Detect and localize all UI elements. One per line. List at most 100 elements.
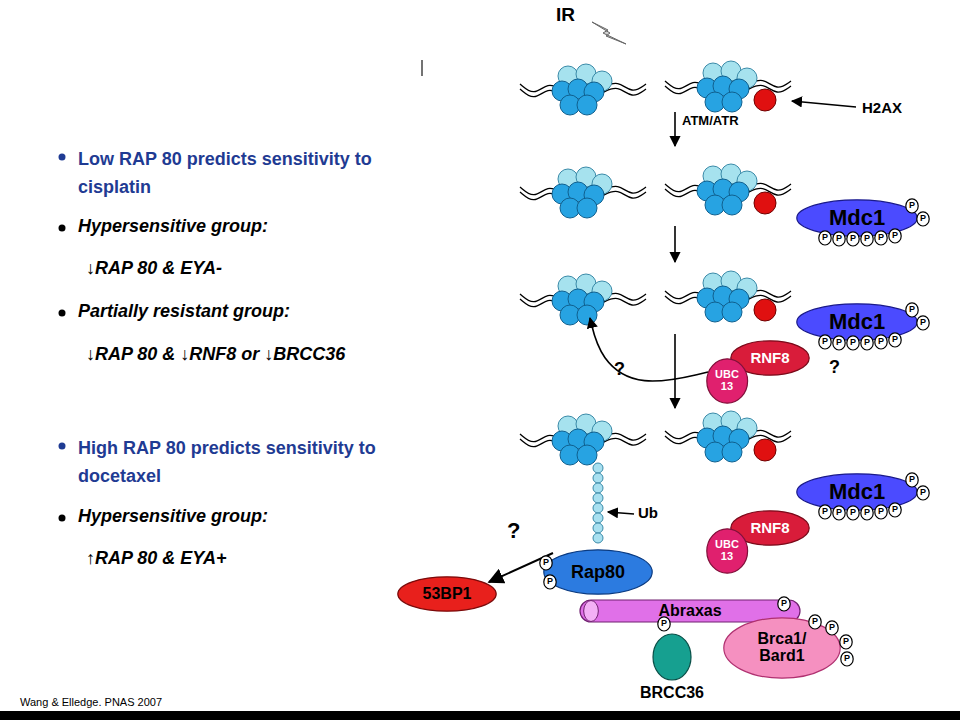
ellipse-shape [861, 506, 873, 520]
ubc13-protein: UBC 13 [706, 528, 748, 574]
ellipse-shape [833, 336, 845, 350]
brcc36-protein: BRCC36 [638, 633, 706, 702]
phospho-badge: P [860, 505, 874, 521]
ellipse-shape [861, 232, 873, 246]
footer-bar [0, 711, 960, 720]
h2ax-histone [754, 439, 776, 461]
ellipse-shape [906, 303, 918, 317]
ubiquitin-unit [593, 503, 603, 513]
leader-arrow [792, 101, 856, 107]
phospho-badge: P [846, 335, 860, 351]
phospho-badge: P [818, 230, 832, 246]
bullet-dot [59, 225, 66, 232]
ellipse-shape [875, 505, 887, 519]
radiation-label: IR [556, 4, 575, 26]
bullet-subtext: ↓RAP 80 & ↓RNF8 or ↓BRCC36 [86, 344, 345, 365]
node-text: Mdc1 [829, 206, 885, 229]
phospho-badge: P [543, 574, 557, 590]
bullet-heading: Low RAP 80 predicts sensitivity to cispl… [78, 145, 448, 201]
node-text: Mdc1 [829, 480, 885, 503]
node-text: P [850, 234, 856, 243]
node-text: P [822, 233, 828, 242]
tick-mark [421, 60, 423, 76]
histone-front [577, 198, 597, 218]
ellipse-shape [819, 231, 831, 245]
phospho-badge: P [888, 502, 902, 518]
ellipse-shape [819, 335, 831, 349]
node-text: P [822, 507, 828, 516]
phospho-badge: P [825, 620, 839, 636]
ellipse-shape [826, 621, 838, 635]
node-text: P [878, 337, 884, 346]
node-text: Abraxas [658, 603, 721, 620]
node-text: Mdc1 [829, 310, 885, 333]
phospho-badge: P [916, 315, 930, 331]
ellipse-shape [917, 486, 929, 500]
phospho-badge: P [888, 228, 902, 244]
ellipse-shape [906, 473, 918, 487]
ellipse-shape [707, 529, 748, 573]
node-text: BRCC36 [640, 685, 704, 702]
node-text: P [850, 508, 856, 517]
node-text: P [892, 505, 898, 514]
phospho-badge: P [874, 334, 888, 350]
node-text: P [543, 558, 549, 567]
node-text: P [892, 335, 898, 344]
node-text: P [909, 475, 915, 484]
ellipse-shape [889, 503, 901, 517]
histone-front [722, 442, 742, 462]
nucleosome-cluster [520, 274, 646, 325]
ellipse-shape [841, 652, 853, 666]
ellipse-shape [889, 229, 901, 243]
phospho-badge: P [539, 555, 553, 571]
ubc13-protein: UBC 13 [706, 358, 748, 404]
ubiquitin-label: Ub [638, 504, 658, 521]
bullet-text: Partially resistant group: [78, 301, 290, 322]
phospho-badge: P [874, 504, 888, 520]
step-arrow [674, 334, 676, 408]
phospho-badge: P [832, 505, 846, 521]
node-text: P [836, 338, 842, 347]
bullet-dot [59, 154, 66, 161]
ubiquitin-unit [593, 483, 603, 493]
bullet-text: Hypersensitive group: [78, 216, 268, 237]
rap80-protein: Rap80 [543, 549, 653, 595]
node-text: P [920, 214, 926, 223]
ellipse-shape [658, 617, 670, 631]
brcc36-shape [653, 634, 691, 680]
phospho-badge: P [657, 616, 671, 632]
phospho-badge: P [846, 231, 860, 247]
ellipse-shape [840, 635, 852, 649]
dna-strand [602, 191, 646, 198]
nucleosome-cluster [665, 411, 791, 462]
phospho-badge: P [905, 198, 919, 214]
ellipse-shape [809, 615, 821, 629]
bullet-subtext: ↓RAP 80 & EYA- [86, 258, 222, 279]
h2ax-histone [754, 89, 776, 111]
bullet-text: Hypersensitive group: [78, 506, 268, 527]
connector-arrow [489, 553, 553, 582]
histone-front [577, 305, 597, 325]
ellipse-shape [875, 231, 887, 245]
ellipse-shape [398, 577, 496, 611]
histone-front [577, 445, 597, 465]
bullet-dot [59, 515, 66, 522]
node-text: P [844, 654, 850, 663]
h2ax-histone [754, 192, 776, 214]
edge-label: ? [507, 518, 520, 544]
phospho-badge: P [839, 634, 853, 650]
node-text: P [836, 508, 842, 517]
53bp1-protein: 53BP1 [397, 576, 497, 612]
h2ax-histone [754, 299, 776, 321]
ellipse-shape [917, 316, 929, 330]
node-text: P [812, 617, 818, 626]
node-text: P [829, 623, 835, 632]
node-text: P [822, 337, 828, 346]
ellipse-shape [724, 618, 840, 678]
citation: Wang & Elledge. PNAS 2007 [20, 696, 162, 709]
node-text: P [864, 338, 870, 347]
node-text: UBC 13 [713, 369, 741, 392]
node-text: P [850, 338, 856, 347]
node-text: P [909, 201, 915, 210]
nucleosome-cluster [520, 414, 646, 465]
